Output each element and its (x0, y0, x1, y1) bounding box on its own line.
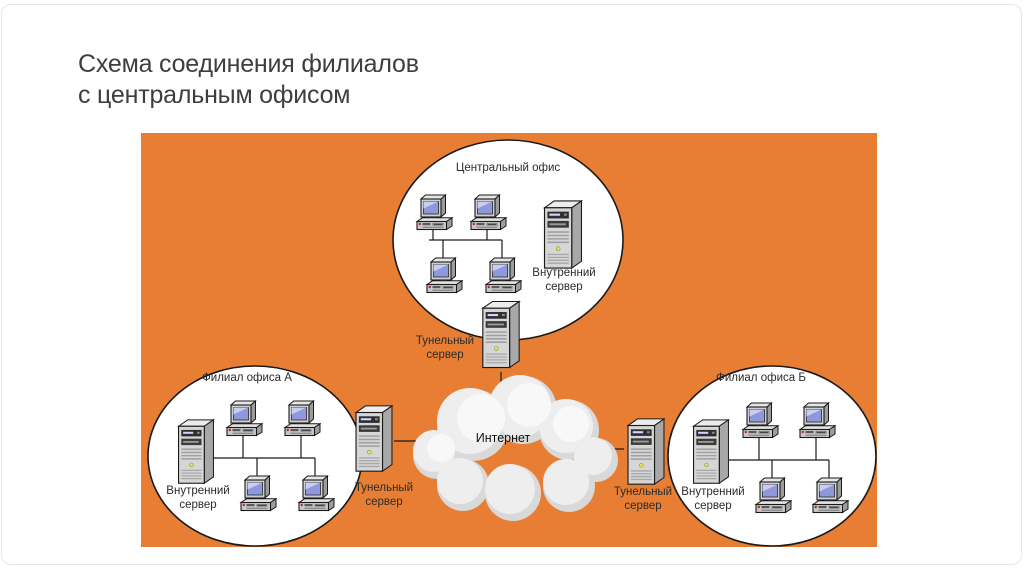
slide-title-line2: с центральным офисом (78, 81, 351, 109)
central-tunnel-server-label: Тунельный сервер (415, 335, 475, 361)
internet-cloud-icon (413, 375, 618, 521)
server-tower-icon (177, 419, 215, 485)
tunnel-server-icon (482, 300, 520, 369)
central-office-label: Центральный офис (455, 162, 561, 174)
branch-b-tunnel-server-label: Тунельный сервер (613, 486, 673, 512)
branch-b-internal-server-label: Внутренний сервер (681, 486, 745, 512)
diagram-panel: Центральный офис Внутренний сервер Тунел… (141, 133, 877, 547)
slide-title-line1: Схема соединения филиалов (78, 50, 419, 78)
branch-b-label: Филиал офиса Б (716, 372, 806, 384)
tunnel-server-icon (627, 418, 665, 485)
tunnel-server-icon (355, 405, 393, 472)
internet-label: Интернет (475, 431, 531, 445)
branch-a-tunnel-server-label: Тунельный сервер (354, 482, 414, 508)
server-tower-icon (543, 200, 583, 269)
server-tower-icon (692, 419, 730, 485)
network-diagram (147, 139, 877, 547)
branch-a-label: Филиал офиса А (202, 372, 292, 384)
central-internal-server-label: Внутренний сервер (532, 267, 596, 293)
branch-a-internal-server-label: Внутренний сервер (166, 485, 230, 511)
slide-title: Схема соединения филиалов с центральным … (78, 49, 419, 111)
